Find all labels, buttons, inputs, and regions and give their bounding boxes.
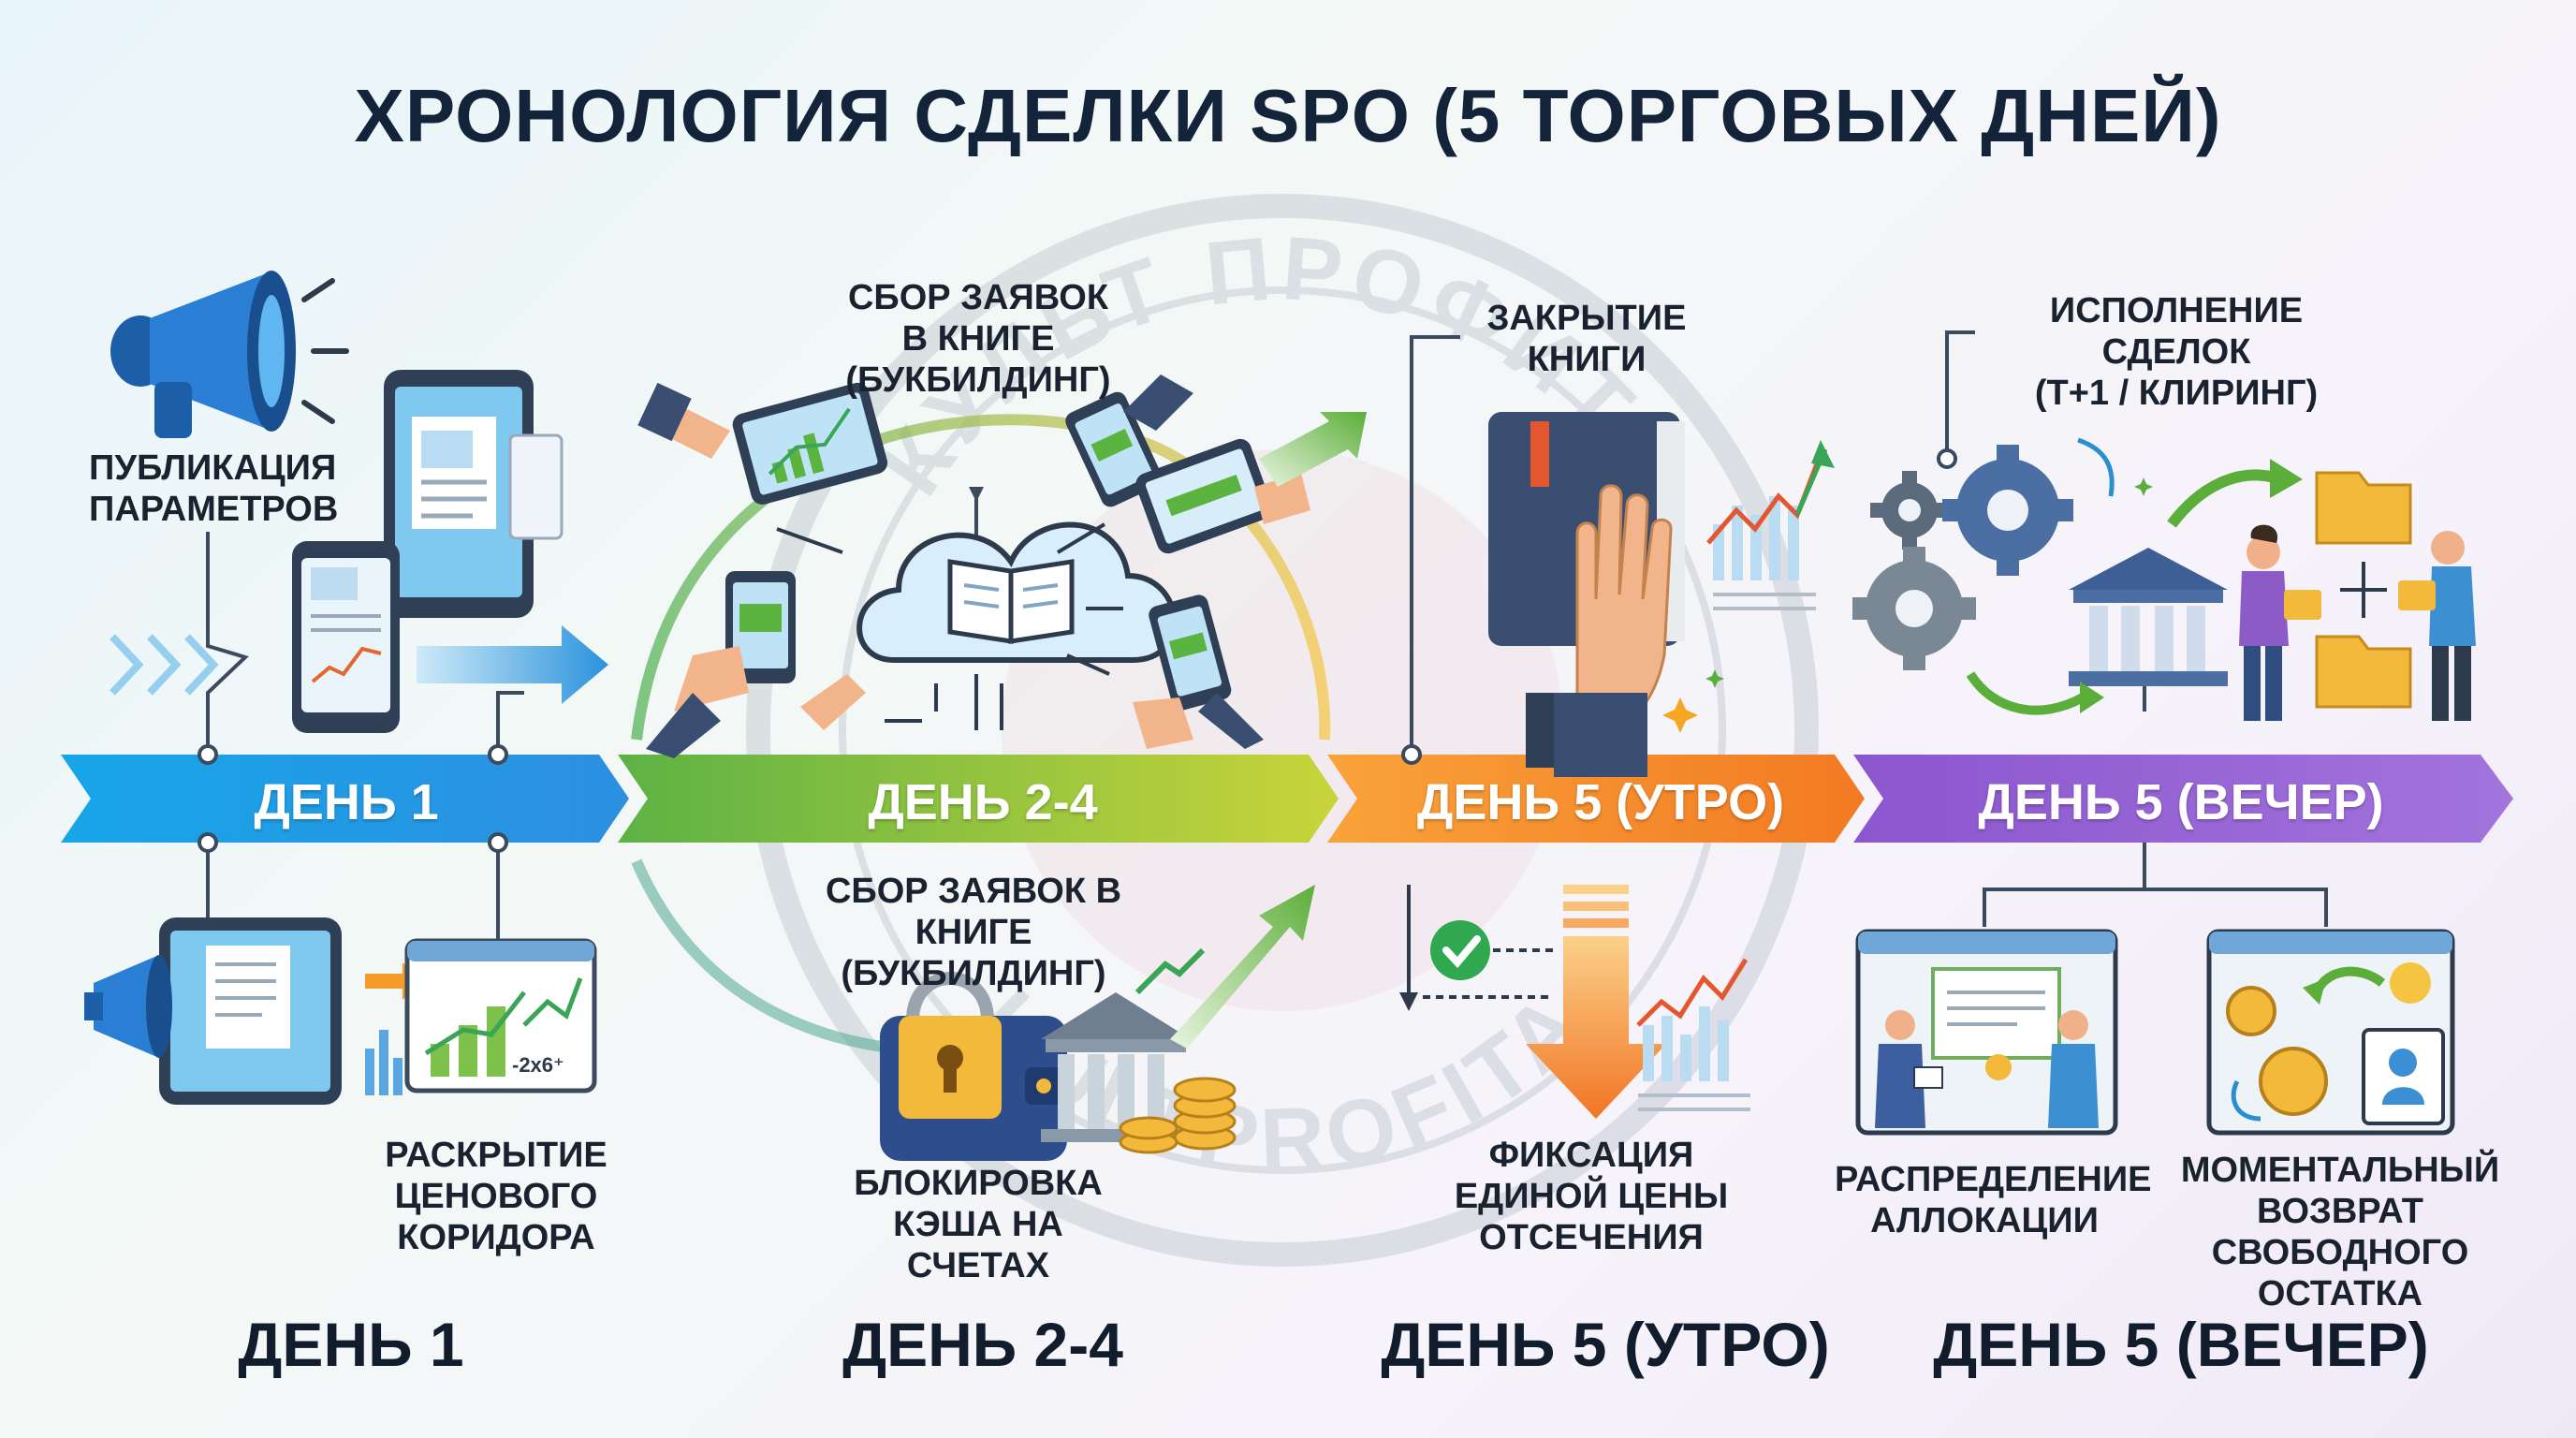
sparkle-icon <box>1662 697 1698 733</box>
ribbon-segment-day2-4 <box>618 755 1339 843</box>
sparkle-icon <box>1705 669 1724 688</box>
people-folders-icon <box>2239 471 2476 721</box>
label-publish-params: ПУБЛИКАЦИЯ ПАРАМЕТРОВ <box>89 448 339 529</box>
book-hand-icon <box>1488 412 1685 777</box>
phone-chart-icon <box>292 541 400 733</box>
bookbuilding-arc-lower <box>631 858 900 1054</box>
ribbon-segment-day1 <box>61 755 629 843</box>
cloud-book-icon <box>856 521 1178 663</box>
bottom-day2-4: ДЕНЬ 2-4 <box>842 1310 1123 1379</box>
label-execution: ИСПОЛНЕНИЕ СДЕЛОК (T+1 / КЛИРИНГ) <box>2034 291 2319 413</box>
ribbon-segment-day5-evening <box>1853 755 2513 843</box>
ribbon-label-day1: ДЕНЬ 1 <box>254 774 439 830</box>
label-bookbuilding-bottom: СБОР ЗАЯВОК В КНИГЕ (БУКБИЛДИНГ) <box>825 872 1122 993</box>
certificate-people-icon <box>1855 929 2118 1136</box>
page-title: ХРОНОЛОГИЯ СДЕЛКИ SPO (5 ТОРГОВЫХ ДНЕЙ) <box>354 74 2222 157</box>
coins-refund-icon <box>2206 929 2455 1136</box>
ribbon-segment-day5-morning <box>1327 755 1865 843</box>
label-cutoff-price: ФИКСАЦИЯ ЕДИНОЙ ЦЕНЫ ОТСЕЧЕНИЯ <box>1454 1136 1729 1257</box>
bottom-day5-evening: ДЕНЬ 5 (ВЕЧЕР) <box>1933 1310 2429 1379</box>
down-arrow-check-icon <box>1399 885 1750 1119</box>
phone-megaphone-icon <box>84 917 421 1105</box>
bank-coins-icon <box>1041 992 1237 1154</box>
label-price-range: РАСКРЫТИЕ ЦЕНОВОГО КОРИДОРА <box>385 1136 607 1257</box>
forward-arrow-icon <box>417 625 608 704</box>
megaphone-icon <box>110 271 349 438</box>
hands-devices-icon <box>637 374 1367 758</box>
growth-arrow-icon <box>1170 885 1315 1049</box>
label-allocation: РАСПРЕДЕЛЕНИЕ АЛЛОКАЦИИ <box>1835 1160 2152 1240</box>
ribbon-label-day5-morning: ДЕНЬ 5 (УТРО) <box>1416 774 1785 830</box>
bank-icon <box>2069 548 2228 686</box>
label-refund: МОМЕНТАЛЬНЫЙ ВОЗВРАТ СВОБОДНОГО ОСТАТКА <box>2180 1151 2500 1313</box>
label-bookbuilding-top: СБОР ЗАЯВОК В КНИГЕ (БУКБИЛДИНГ) <box>845 278 1111 400</box>
gears-icon <box>1852 445 2073 670</box>
ribbon-label-day2-4: ДЕНЬ 2-4 <box>868 774 1098 830</box>
bottom-day5-morning: ДЕНЬ 5 (УТРО) <box>1381 1310 1830 1379</box>
price-range-card-icon: -2x6⁺ <box>404 938 597 1093</box>
tablet-document-icon <box>384 370 564 618</box>
label-cash-block: БЛОКИРОВКА КЭША НА СЧЕТАХ <box>854 1164 1103 1285</box>
ribbon-label-day5-evening: ДЕНЬ 5 (ВЕЧЕР) <box>1978 774 2384 830</box>
timeline-ribbon <box>61 755 2513 843</box>
price-card-text: -2x6⁺ <box>512 1053 564 1077</box>
bottom-day1: ДЕНЬ 1 <box>238 1310 464 1379</box>
sparkle-icon <box>2134 477 2153 496</box>
chevron-arrows-icon <box>110 634 219 696</box>
chart-up-icon <box>1706 440 1835 610</box>
padlock-wallet-icon <box>880 972 1067 1161</box>
label-book-close: ЗАКРЫТИЕ КНИГИ <box>1486 299 1687 379</box>
